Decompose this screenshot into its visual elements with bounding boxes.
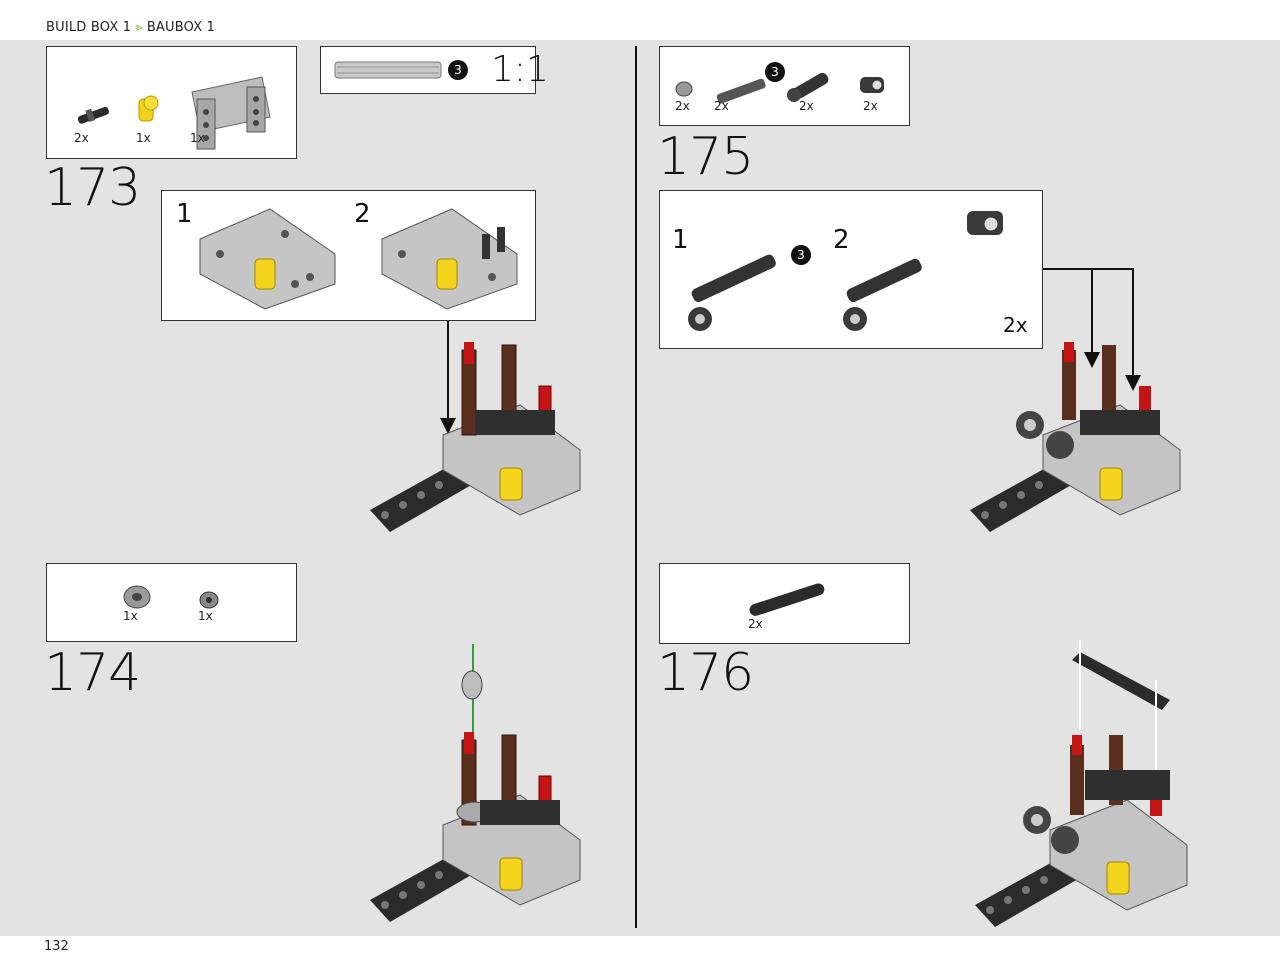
length-badge: 3 (791, 245, 811, 265)
step-number-173: 173 (44, 158, 141, 218)
sub-assembly-175-graphics (688, 211, 1003, 331)
page-header: BUILD BOX 1⪢BAUBOX 1 (0, 0, 1280, 40)
sub-step-label: 2 (354, 199, 371, 229)
step-number-174: 174 (44, 643, 141, 703)
arrow-down-icon (1125, 375, 1141, 391)
parts-175-graphics (675, 72, 884, 104)
part-qty: 1x (136, 131, 151, 145)
part-qty: 1x (198, 609, 213, 623)
parts-173-graphics (77, 76, 271, 150)
chevron-right-icon: ⪢ (135, 20, 143, 35)
axle-icon (716, 78, 766, 104)
axle-scale-icon (334, 61, 442, 79)
bush-icon (675, 81, 693, 97)
grey-frame-icon (191, 76, 271, 150)
sub-assembly-173: 1 2 (161, 190, 536, 321)
parts-176-graphics (749, 583, 825, 616)
yellow-connector-icon (138, 95, 159, 122)
scale-label: 1:1 (491, 49, 549, 90)
sub-step-label: 2 (833, 225, 850, 255)
part-qty: 2x (74, 131, 89, 145)
crumb-baubox: BAUBOX 1 (146, 20, 216, 35)
cross-block-icon (967, 211, 1003, 235)
parts-list-176: 2x (659, 563, 910, 644)
angle-connector-assembly-1 (688, 254, 776, 331)
step-number-176: 176 (657, 643, 754, 703)
arrow-down-icon (1084, 352, 1100, 368)
instruction-page (0, 40, 1280, 936)
part-qty: 2x (675, 99, 690, 113)
part-qty: 2x (863, 99, 878, 113)
cross-block-icon (860, 77, 884, 93)
scale-box: 3 1:1 (320, 46, 549, 94)
frame-assembly-1 (199, 208, 336, 310)
parts-list-173: 2x 1x 1x (46, 46, 297, 159)
page-footer (0, 936, 1280, 974)
page-number: 132 (44, 939, 69, 954)
breadcrumb: BUILD BOX 1⪢BAUBOX 1 (46, 20, 215, 35)
part-qty: 1x (190, 131, 205, 145)
parts-list-174: 1x 1x (46, 563, 297, 642)
part-qty: 1x (123, 609, 138, 623)
arrow-down-icon (440, 418, 456, 434)
angle-connector-assembly-2 (843, 225, 986, 331)
part-qty: 2x (799, 99, 814, 113)
sub-step-label: 1 (176, 199, 193, 229)
sub-step-label: 1 (672, 225, 689, 255)
small-bush-icon (199, 591, 219, 609)
beam-icon (749, 583, 825, 616)
bush-icon (123, 585, 151, 609)
parts-list-175: 3 2x 2x 2x 2x (659, 46, 910, 126)
frame-assembly-2 (381, 208, 518, 310)
black-pin-icon (77, 106, 109, 124)
length-badge: 3 (765, 62, 785, 82)
part-qty: 2x (748, 617, 763, 631)
angle-connector-icon (787, 72, 829, 102)
sub-assembly-175: 1 2 3 2x (659, 190, 1043, 349)
model-173-graphics (370, 321, 581, 532)
column-divider (635, 46, 637, 928)
part-qty: 2x (714, 99, 729, 113)
parts-174-graphics (123, 585, 219, 609)
step-number-175: 175 (657, 127, 754, 187)
length-badge: 3 (448, 60, 468, 80)
multiplier-label: 2x (1003, 313, 1028, 337)
model-174-graphics (370, 644, 581, 922)
sub-assembly-173-graphics (199, 208, 518, 310)
crumb-build-box: BUILD BOX 1 (46, 20, 132, 35)
